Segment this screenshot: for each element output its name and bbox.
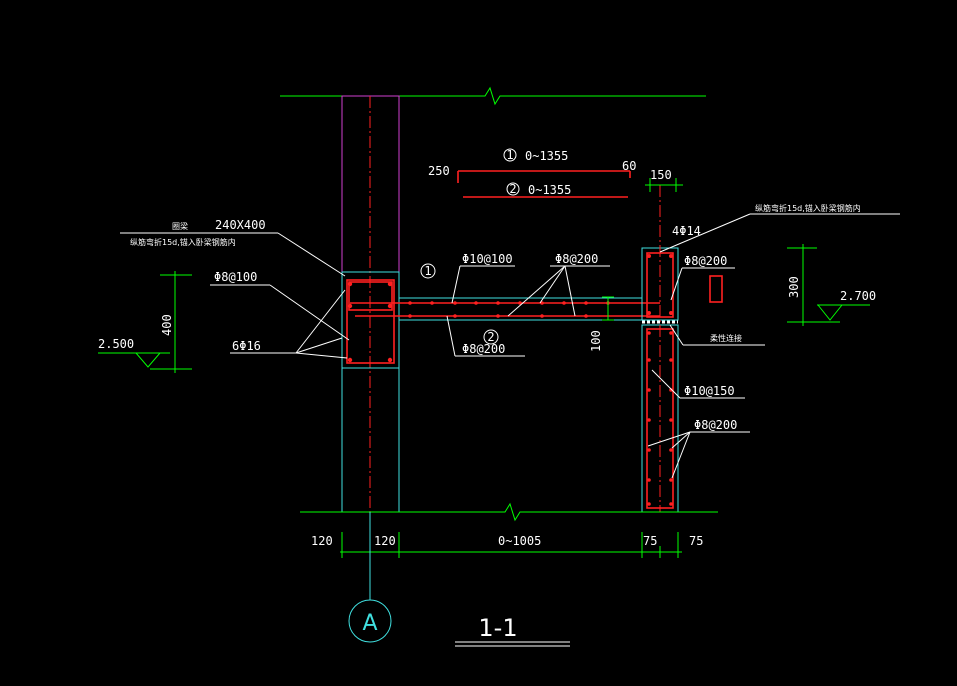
bottom-break-line [300, 502, 718, 522]
bar1-num: 1 [424, 264, 431, 278]
ring-beam-stirrup [346, 279, 395, 364]
tag2-num: 2 [509, 182, 516, 196]
top-break-line [280, 86, 706, 106]
level-left: 2.500 [98, 337, 134, 351]
dim-60: 60 [622, 159, 636, 173]
range-lines [457, 170, 631, 198]
dim-250: 250 [428, 164, 450, 178]
dim-right-300: 300 [787, 276, 801, 298]
leader-lines [120, 213, 900, 479]
axis-bubble [348, 599, 392, 643]
right-note: 纵筋弯折15d,锚入卧梁钢筋内 [755, 203, 861, 213]
top-150: 150 [650, 168, 672, 182]
ring-beam-stirrup-top [348, 281, 393, 311]
col-main-label: 4Φ14 [672, 224, 701, 238]
bottom-dim-1: 120 [311, 534, 333, 548]
col-h-label: Φ8@200 [694, 418, 737, 432]
axis-label: A [362, 611, 377, 636]
ring-beam-label: 圈梁 [172, 222, 188, 231]
dim-slab: 100 [589, 330, 603, 352]
bar1-circle [420, 263, 436, 279]
drawing-title: 1-1 [478, 614, 517, 642]
ring-beam-note: 纵筋弯折15d,锚入卧梁钢筋内 [130, 237, 236, 247]
flex-joint-label: 柔性连接 [710, 333, 742, 343]
tag2-circle [506, 182, 520, 196]
bottom-dim-3: 0~1005 [498, 534, 541, 548]
bottom-dim-5: 75 [689, 534, 703, 548]
rebar-mid-label: Φ8@200 [555, 252, 598, 266]
bottom-dim-4: 75 [643, 534, 657, 548]
ring-beam-size: 240X400 [215, 218, 266, 232]
bottom-dim-2: 120 [374, 534, 396, 548]
rebar-bottom-label: Φ8@200 [462, 342, 505, 356]
stirrup-left-label: Φ8@100 [214, 270, 257, 284]
bar2-circle [483, 329, 499, 345]
tag1-circle [503, 148, 517, 162]
tag1-text: 0~1355 [525, 149, 568, 163]
tag1-num: 1 [506, 148, 513, 162]
marker-box [709, 275, 723, 303]
dimension-lines [98, 178, 870, 558]
rebar-top-label: Φ10@100 [462, 252, 513, 266]
dim-left-400: 400 [160, 314, 174, 336]
col-v-label: Φ10@150 [684, 384, 735, 398]
bars-left-label: 6Φ16 [232, 339, 261, 353]
rebar-dots [347, 254, 673, 506]
tag2-text: 0~1355 [528, 183, 571, 197]
rebar-right-top-label: Φ8@200 [684, 254, 727, 268]
level-right: 2.700 [840, 289, 876, 303]
bar2-num: 2 [487, 330, 494, 344]
